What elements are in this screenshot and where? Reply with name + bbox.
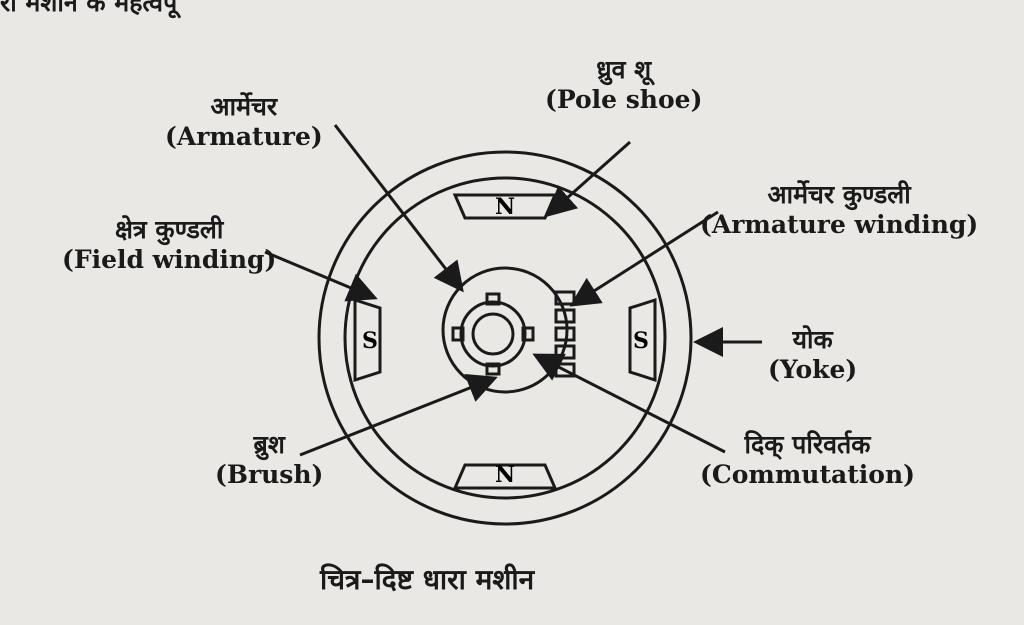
label-yoke: योक (Yoke) xyxy=(768,325,858,384)
armature-circle xyxy=(441,266,569,394)
yoke-outer-circle xyxy=(317,150,693,526)
pole-bottom xyxy=(452,463,558,490)
pole-top-label: N xyxy=(495,194,515,220)
figure-caption: चित्र–दिष्ट धारा मशीन xyxy=(320,563,535,596)
commutator-outer xyxy=(459,300,527,368)
label-armature: आर्मेचर (Armature) xyxy=(165,92,323,151)
label-brush: ब्रुश (Brush) xyxy=(215,430,324,489)
yoke-inner-circle xyxy=(343,176,667,500)
pole-bottom-label: N xyxy=(495,462,515,488)
label-pole-shoe: ध्रुव शू (Pole shoe) xyxy=(545,55,703,114)
label-armature-winding: आर्मेचर कुण्डली (Armature winding) xyxy=(700,180,979,239)
label-field-winding: क्षेत्र कुण्डली (Field winding) xyxy=(62,215,277,274)
commutator-inner xyxy=(471,312,515,356)
pole-top xyxy=(452,193,558,220)
pole-right xyxy=(628,297,657,383)
pole-left-label: S xyxy=(362,328,378,354)
top-text: रा मशीन के महत्वपू xyxy=(0,0,178,17)
pole-left xyxy=(353,297,382,383)
label-commutator: दिक् परिवर्तक (Commutation) xyxy=(700,430,915,489)
pole-right-label: S xyxy=(633,328,649,354)
